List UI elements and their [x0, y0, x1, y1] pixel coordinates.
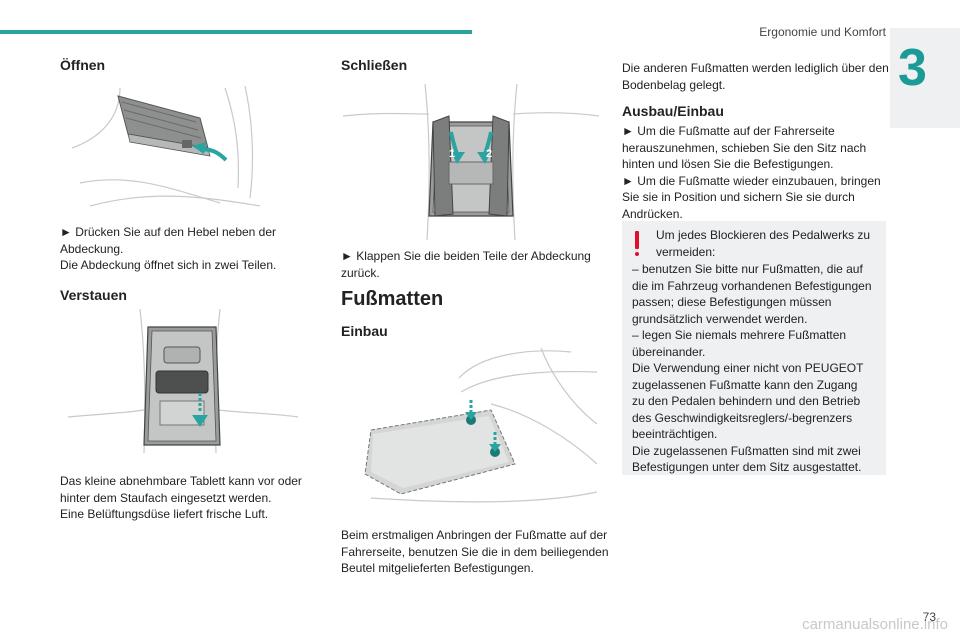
warning-line: – legen Sie niemals mehrere Fußmatten	[632, 328, 847, 342]
page-number: 73	[922, 610, 936, 624]
heading-close: Schließen	[341, 57, 408, 73]
callout-2: 2	[486, 148, 493, 160]
callout-1: 1	[449, 148, 456, 160]
warning-intro-line: Um jedes Blockieren des Pedalwerks zu	[656, 228, 871, 242]
warning-body: – benutzen Sie bitte nur Fußmatten, die …	[632, 261, 882, 476]
warning-line: – benutzen Sie bitte nur Fußmatten, die …	[632, 262, 863, 276]
watermark: carmanualsonline.info	[802, 616, 948, 633]
store-line-1: Das kleine abnehmbare Tablett kann vor o…	[60, 474, 302, 488]
figure-open-lever	[60, 78, 300, 208]
other-mats-text: Die anderen Fußmatten werden lediglich ü…	[622, 60, 892, 93]
heading-store: Verstauen	[60, 287, 127, 303]
removal-line: herauszunehmen, schieben Sie den Sitz na…	[622, 140, 867, 155]
warning-intro-line: vermeiden:	[656, 244, 716, 259]
warning-line: passen; diese Befestigungen müssen	[632, 295, 832, 309]
close-step-line1: ► Klappen Sie die beiden Teile der Abdec…	[341, 249, 591, 263]
store-line-2: hinter dem Staufach eingesetzt werden.	[60, 490, 272, 505]
open-step-line1: ► Drücken Sie auf den Hebel neben der	[60, 225, 277, 239]
removal-line: Sie sie in Position und sichern Sie sie …	[622, 190, 855, 204]
removal-line: hinten und lösen Sie die Befestigungen.	[622, 157, 834, 171]
figure-close-cover: 1 2	[341, 82, 601, 242]
section-title: Ergonomie und Komfort	[759, 25, 886, 39]
install-line-2: Fahrerseite, benutzen Sie die in dem bei…	[341, 544, 609, 559]
header-accent-bar	[0, 30, 472, 34]
warning-line: zugelassenen Fußmatte kann den Zugang	[632, 377, 858, 392]
install-line-3: Beutel mitgelieferten Befestigungen.	[341, 561, 534, 575]
open-step-line2: Abdeckung.	[60, 241, 124, 256]
figure-floor-mat	[341, 344, 601, 504]
store-line-3: Eine Belüftungsdüse liefert frische Luft…	[60, 507, 269, 521]
removal-line: Andrücken.	[622, 206, 683, 221]
close-instruction: ► Klappen Sie die beiden Teile der Abdec…	[341, 248, 601, 281]
warning-intro: Um jedes Blockieren des Pedalwerks zu ve…	[656, 227, 878, 260]
heading-removal: Ausbau/Einbau	[622, 103, 724, 119]
chapter-number: 3	[898, 39, 927, 97]
warning-line: grundsätzlich verwendet werden.	[632, 311, 808, 326]
open-instruction: ► Drücken Sie auf den Hebel neben der Ab…	[60, 224, 300, 274]
removal-steps: ► Um die Fußmatte auf der Fahrerseite he…	[622, 123, 892, 222]
warning-line: übereinander.	[632, 344, 706, 359]
heading-install: Einbau	[341, 323, 388, 339]
chapter-tab: 3	[890, 28, 960, 128]
figure-storage-tray	[60, 305, 300, 455]
warning-line: Die Verwendung einer nicht von PEUGEOT	[632, 361, 864, 375]
warning-line: zu den Pedalen behindern und den Betrieb	[632, 394, 861, 408]
warning-icon	[632, 231, 642, 259]
intro-line-2: Bodenbelag gelegt.	[622, 77, 726, 92]
warning-box: Um jedes Blockieren des Pedalwerks zu ve…	[622, 221, 886, 475]
close-step-line2: zurück.	[341, 265, 380, 280]
store-text: Das kleine abnehmbare Tablett kann vor o…	[60, 473, 310, 523]
warning-line: Befestigungen unter dem Sitz ausgestatte…	[632, 460, 862, 474]
warning-line: die im Fahrzeug vorhandenen Befestigunge…	[632, 278, 872, 293]
removal-line: ► Um die Fußmatte wieder einzubauen, bri…	[622, 173, 881, 188]
removal-line: ► Um die Fußmatte auf der Fahrerseite	[622, 124, 835, 138]
warning-line: des Geschwindigkeitsreglers/-begrenzers	[632, 410, 853, 425]
warning-line: beeinträchtigen.	[632, 427, 718, 441]
install-text: Beim erstmaligen Anbringen der Fußmatte …	[341, 527, 611, 577]
heading-floor-mats: Fußmatten	[341, 288, 444, 310]
warning-line: Die zugelassenen Fußmatten sind mit zwei	[632, 443, 861, 458]
install-line-1: Beim erstmaligen Anbringen der Fußmatte …	[341, 528, 608, 542]
intro-line-1: Die anderen Fußmatten werden lediglich ü…	[622, 61, 889, 75]
heading-open: Öffnen	[60, 57, 106, 73]
open-result: Die Abdeckung öffnet sich in zwei Teilen…	[60, 258, 277, 272]
